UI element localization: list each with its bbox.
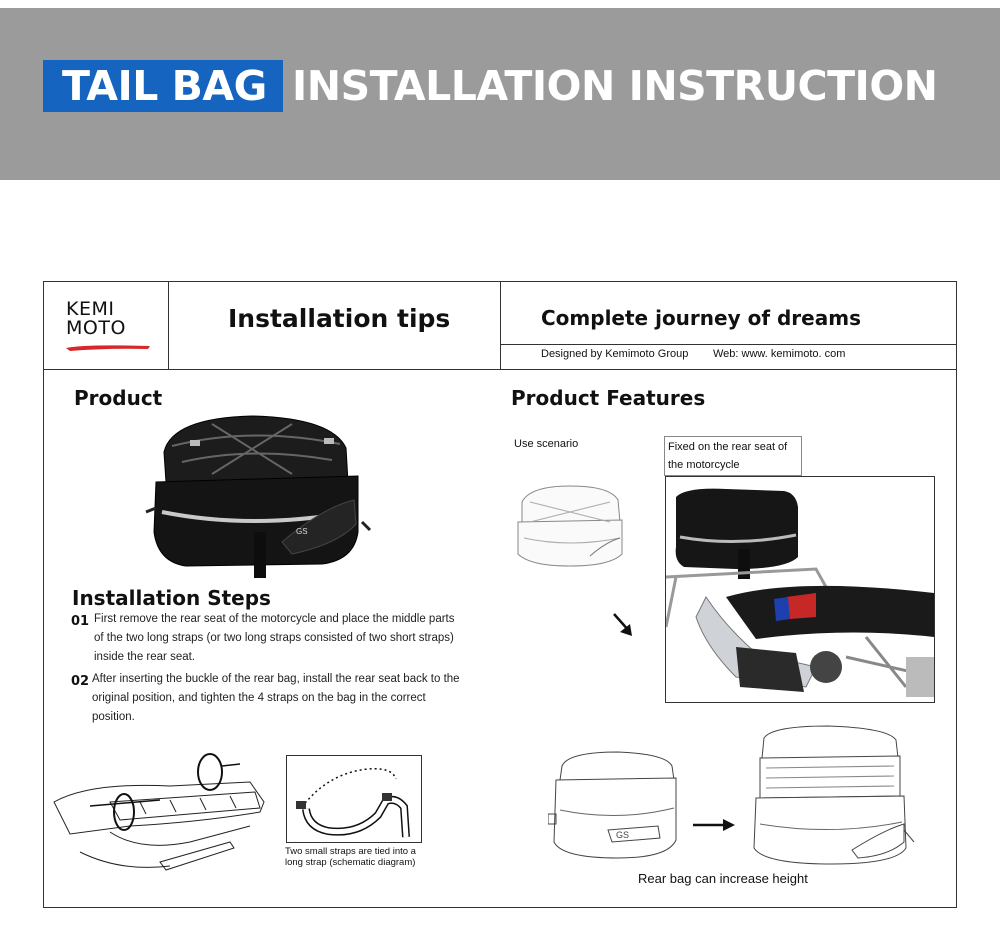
logo-line-2: MOTO xyxy=(66,317,126,339)
step-1-number: 01 xyxy=(71,614,90,629)
logo-line-1: KEMI xyxy=(66,298,115,320)
slogan: Complete journey of dreams xyxy=(541,306,861,330)
product-heading: Product xyxy=(74,386,163,410)
installation-steps-heading: Installation Steps xyxy=(72,586,271,610)
website: Web: www. kemimoto. com xyxy=(713,348,846,360)
svg-text:GS: GS xyxy=(296,527,308,536)
arrow-right-icon xyxy=(693,819,735,831)
step-2-line: original position, and tighten the 4 str… xyxy=(92,692,426,704)
schematic-caption: Two small straps are tied into a long st… xyxy=(285,846,416,868)
logo-swoosh-icon xyxy=(66,345,150,351)
use-scenario-label: Use scenario xyxy=(514,438,579,450)
header-sub-divider xyxy=(501,344,956,345)
title-highlight: TAIL BAG xyxy=(62,62,267,110)
step-2-number: 02 xyxy=(71,674,90,689)
arrow-down-right-icon xyxy=(613,613,632,636)
installation-tips-title: Installation tips xyxy=(228,304,451,333)
height-increase-caption: Rear bag can increase height xyxy=(638,871,808,886)
step-2-line: After inserting the buckle of the rear b… xyxy=(92,673,460,685)
bag-on-motorcycle-photo xyxy=(665,476,935,703)
title-highlight-box xyxy=(43,60,283,112)
strap-schematic-diagram xyxy=(296,767,410,838)
schematic-caption-line: long strap (schematic diagram) xyxy=(285,857,416,868)
step-1-line: of the two long straps (or two long stra… xyxy=(94,632,454,644)
fixed-on-seat-label: Fixed on the rear seat of the motorcycle xyxy=(664,436,802,476)
header-bottom-line xyxy=(44,369,956,370)
designed-by: Designed by Kemimoto Group xyxy=(541,348,689,360)
motorcycle-photo-image xyxy=(666,477,934,702)
bag-compact-sketch: GS xyxy=(548,751,677,859)
bag-sketch-image xyxy=(517,485,623,567)
product-features-heading: Product Features xyxy=(511,386,706,410)
instruction-sheet: KEMI MOTO Installation tips Complete jou… xyxy=(43,281,957,908)
step-1-line: First remove the rear seat of the motorc… xyxy=(94,613,455,625)
tail-bag-image: GS xyxy=(145,415,372,578)
step-2-text: After inserting the buckle of the rear b… xyxy=(92,670,460,727)
title-rest: INSTALLATION INSTRUCTION xyxy=(292,62,938,110)
step-1-text: First remove the rear seat of the motorc… xyxy=(94,610,455,667)
svg-text:GS: GS xyxy=(616,830,629,840)
fixed-label-line: Fixed on the rear seat of xyxy=(668,441,788,453)
schematic-caption-line: Two small straps are tied into a xyxy=(285,846,416,857)
step-2-line: position. xyxy=(92,711,135,723)
fixed-label-line: the motorcycle xyxy=(668,459,740,471)
kemimoto-logo: KEMI MOTO xyxy=(66,300,156,356)
rear-rack-strap-diagram xyxy=(53,753,265,871)
bag-expanded-sketch xyxy=(753,725,915,865)
header-divider xyxy=(500,282,501,369)
step-1-line: inside the rear seat. xyxy=(94,651,196,663)
header-divider xyxy=(168,282,169,369)
